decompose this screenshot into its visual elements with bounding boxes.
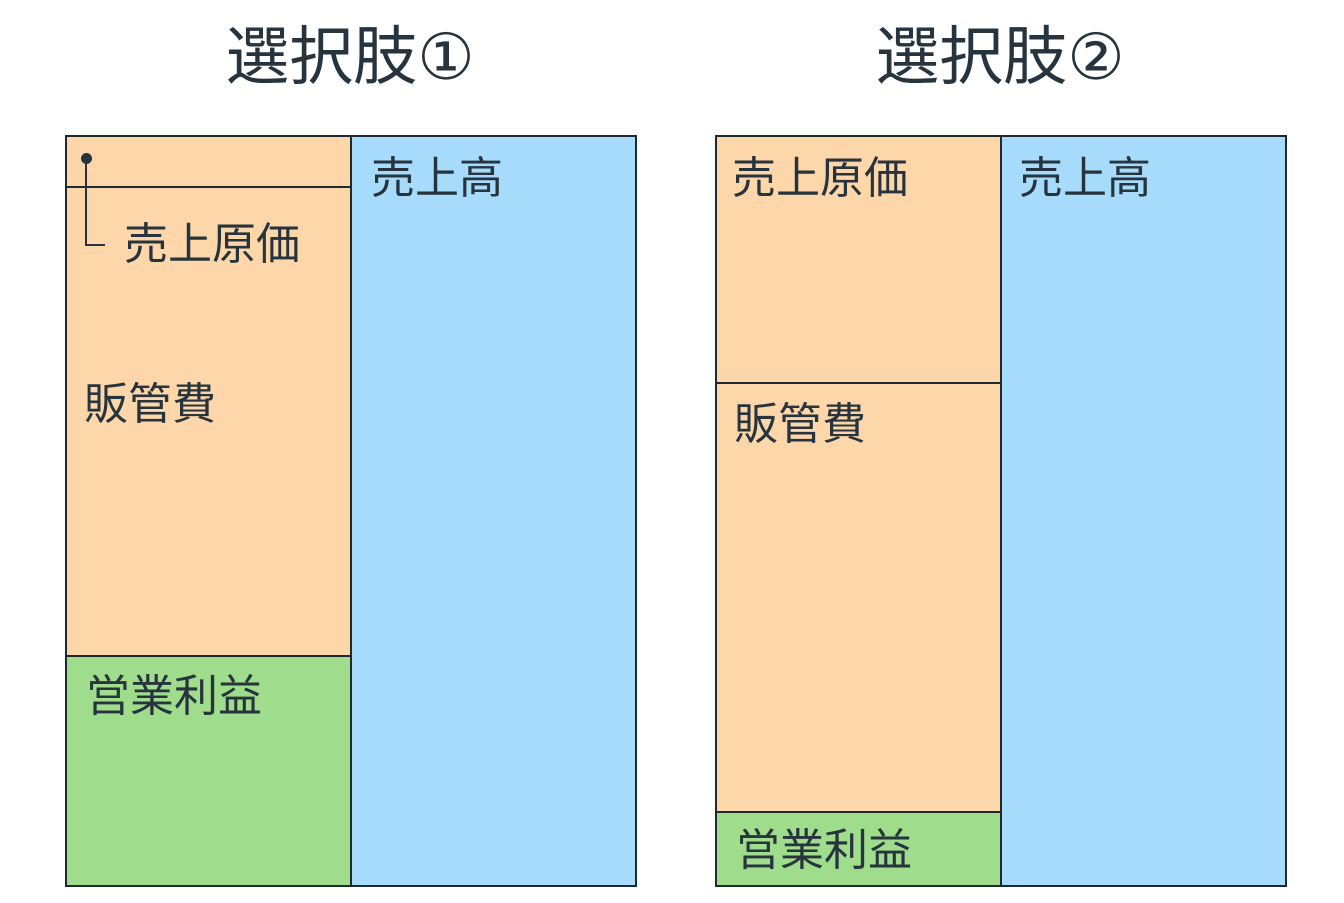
option1-revenue-label: 売上高 bbox=[371, 153, 503, 204]
option2-cost-of-sales-block bbox=[715, 135, 1002, 384]
option1-operating-profit-label: 営業利益 bbox=[86, 671, 262, 722]
option2-cost-of-sales-label: 売上原価 bbox=[732, 153, 908, 204]
option2-operating-profit-block bbox=[715, 811, 1002, 887]
option1-title: 選択肢① bbox=[225, 21, 475, 95]
option2-revenue-block bbox=[1000, 135, 1287, 887]
option2-sga-label: 販管費 bbox=[734, 399, 866, 450]
option2-sga-block bbox=[715, 382, 1002, 813]
option1-revenue-block bbox=[350, 135, 637, 887]
leader-line-vertical bbox=[85, 158, 87, 246]
option1-cost-of-sales-block bbox=[65, 135, 352, 188]
option1-operating-profit-block bbox=[65, 655, 352, 887]
option2-revenue-label: 売上高 bbox=[1019, 153, 1151, 204]
option2-title: 選択肢② bbox=[875, 21, 1125, 95]
option1-sga-label: 販管費 bbox=[84, 379, 216, 430]
option1-sga-block bbox=[65, 186, 352, 657]
option1-cost-of-sales-label: 売上原価 bbox=[124, 219, 300, 270]
option2-operating-profit-label: 営業利益 bbox=[736, 825, 912, 876]
leader-line-horizontal bbox=[85, 244, 105, 246]
